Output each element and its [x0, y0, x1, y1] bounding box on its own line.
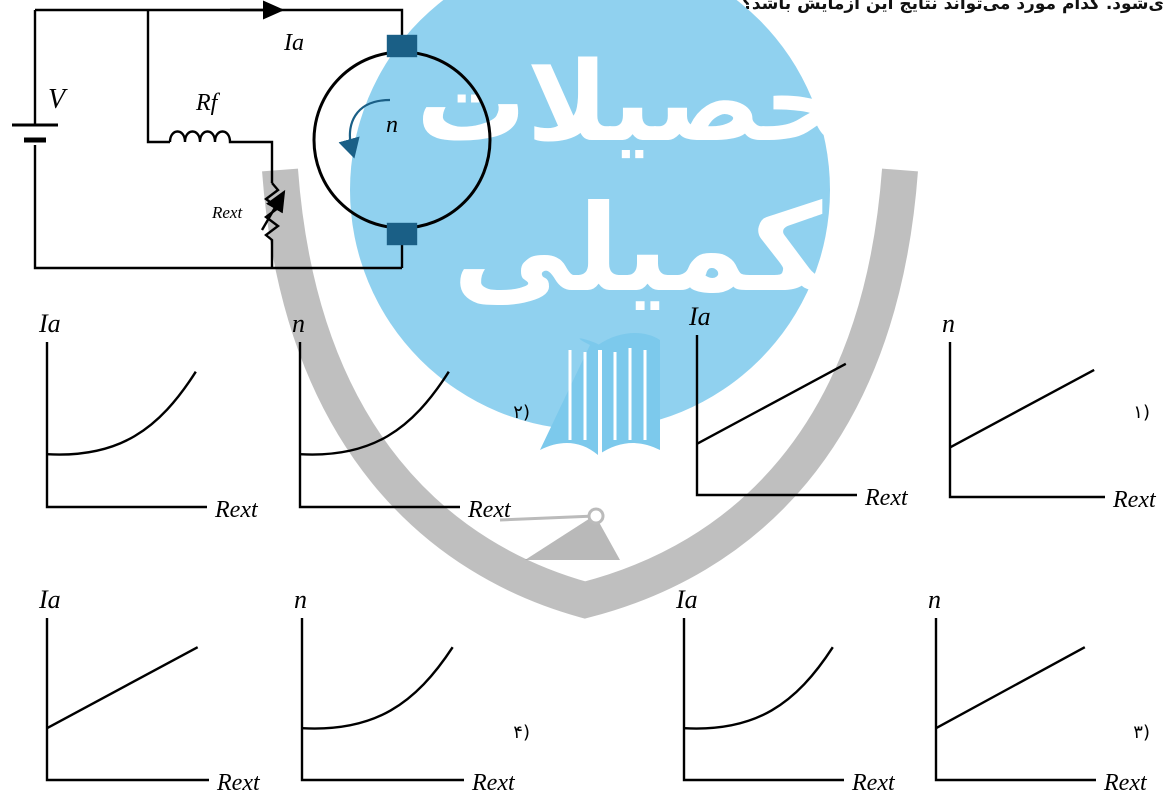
watermark-ring [262, 168, 918, 619]
brush-top [386, 34, 418, 58]
watermark-disc [350, 0, 830, 430]
speed-label: n [386, 112, 398, 138]
curve-linear [949, 368, 1095, 449]
question-text: ی‌شود. کدام مورد می‌تواند نتایج این آزما… [741, 0, 1164, 14]
pen-nib-icon [499, 507, 620, 560]
axes [45, 342, 207, 509]
axes [682, 618, 844, 782]
curve-linear [46, 646, 199, 730]
x-axis-label: Rext [864, 485, 909, 511]
x-axis-label: Rext [471, 770, 516, 796]
armature-current-label: Ia [283, 30, 304, 56]
curve-increasing-convex [46, 371, 197, 456]
x-axis-label: Rext [214, 497, 259, 523]
curve-increasing-convex [683, 646, 834, 730]
option-label: (۴ [513, 722, 530, 743]
x-axis-label: Rext [216, 770, 261, 796]
option-label: (۳ [1133, 722, 1150, 743]
answer-graphs: (۱nRextIaRext(۲nRextIaRext(۳nRextIaRext(… [38, 302, 1157, 796]
axes [300, 618, 464, 782]
y-axis-label: n [928, 585, 941, 614]
watermark-text-line2: تکمیلی [453, 180, 868, 319]
x-axis-label: Rext [1103, 770, 1148, 796]
x-axis-label: Rext [467, 497, 512, 523]
field-branch-wire [146, 10, 170, 144]
axes [45, 618, 209, 782]
rotation-arrow [338, 98, 391, 159]
book-icon [540, 333, 660, 455]
y-axis-label: n [292, 309, 305, 338]
field-coil [168, 130, 274, 183]
source-label: V [48, 84, 68, 115]
watermark-text-line1: تحصیلات [416, 38, 884, 166]
circuit-labels: V Ia Rf Rext n [48, 30, 398, 222]
curve-linear [696, 362, 847, 445]
curve-increasing-convex [299, 371, 450, 456]
curve-increasing-convex [301, 646, 454, 730]
y-axis-label: n [942, 309, 955, 338]
y-axis-label: Ia [38, 309, 61, 338]
rheostat-arrow [260, 189, 286, 231]
option-label: (۲ [513, 402, 530, 423]
x-axis-label: Rext [851, 770, 896, 796]
field-resistance-label: Rf [195, 90, 221, 116]
curve-linear [935, 646, 1086, 730]
armature-wire-top [280, 8, 404, 36]
watermark: تحصیلات تکمیلی [262, 0, 918, 619]
axes [695, 335, 857, 497]
circuit-wire-left [33, 10, 402, 270]
y-axis-label: Ia [38, 585, 61, 614]
y-axis-label: Ia [688, 302, 711, 331]
option-label: (۱ [1133, 402, 1150, 423]
y-axis-label: Ia [675, 585, 698, 614]
x-axis-label: Rext [1112, 487, 1157, 513]
axes [948, 342, 1105, 499]
brush-bottom [386, 222, 418, 246]
y-axis-label: n [294, 585, 307, 614]
external-resistance-label: Rext [211, 203, 243, 222]
circuit [12, 0, 492, 270]
axes [298, 342, 460, 509]
axes [934, 618, 1096, 782]
